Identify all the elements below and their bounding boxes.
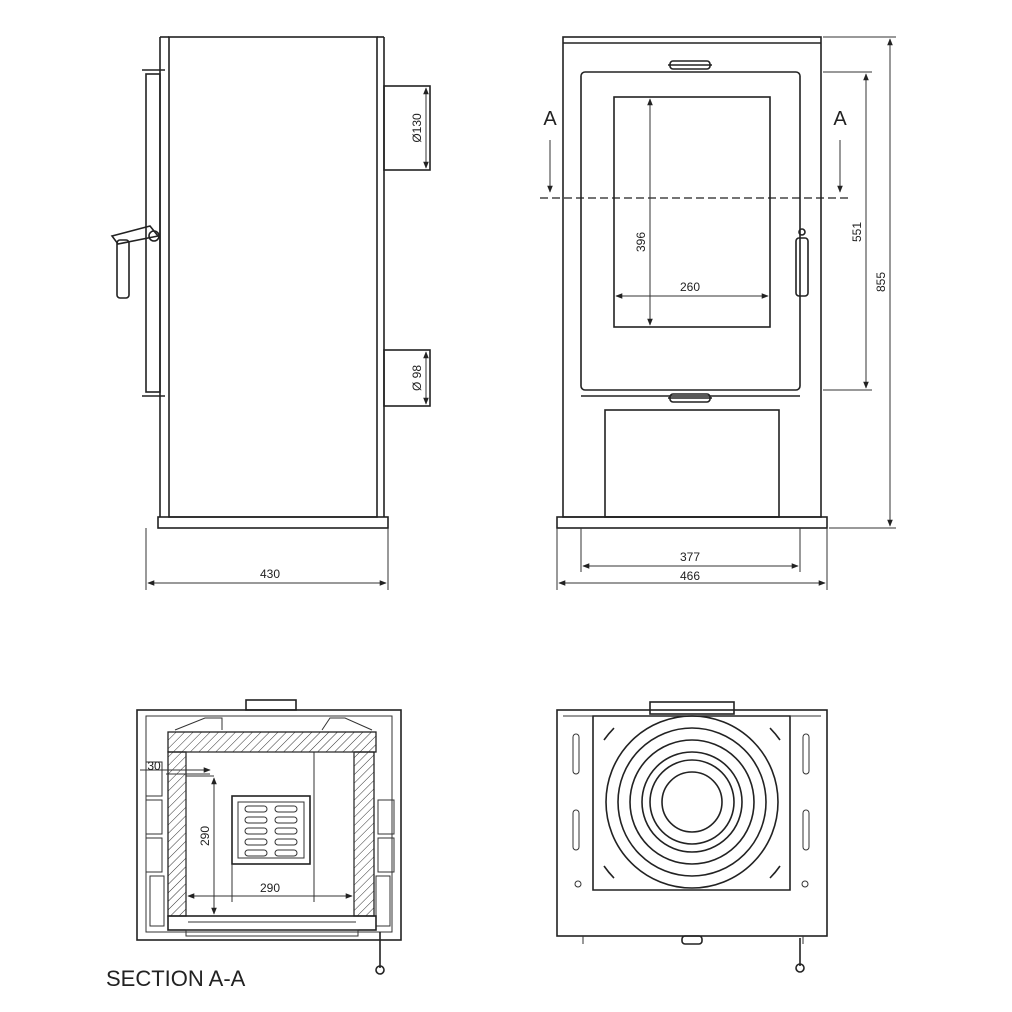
top-plate (592, 715, 791, 891)
dim-section-offset: 30 (147, 759, 161, 773)
side-body (168, 36, 378, 518)
dim-glass-width: 260 (680, 280, 700, 294)
dim-base-inner-width: 377 (680, 550, 700, 564)
section-marker-right: A (833, 108, 847, 130)
dim-total-width: 466 (680, 569, 700, 583)
section-handle-icon (375, 965, 385, 975)
dim-side-width: 430 (260, 567, 280, 581)
front-view: A A 396 260 551 855 377 466 (540, 36, 896, 590)
section-marker-left: A (543, 108, 557, 130)
front-door (580, 71, 801, 391)
top-view (556, 701, 828, 973)
ash-drawer (604, 409, 780, 518)
dim-total-height: 855 (874, 272, 888, 292)
top-handle-icon (795, 963, 805, 973)
front-body (562, 36, 822, 518)
front-handle-icon (795, 237, 809, 297)
grate (231, 795, 311, 865)
dim-glass-height: 396 (634, 232, 648, 252)
side-door-edge (145, 73, 161, 393)
section-view: 30 290 290 SECTION A-A (106, 699, 402, 991)
dim-flue-top: Ø130 (410, 113, 424, 143)
side-base (157, 516, 389, 529)
section-caption: SECTION A-A (106, 966, 246, 991)
grate-slots (244, 805, 298, 857)
door-handle-icon (110, 225, 160, 299)
front-base (556, 516, 828, 529)
dim-flue-bottom: Ø 98 (410, 365, 424, 391)
front-glass (613, 96, 771, 328)
dim-section-depth: 290 (198, 826, 212, 846)
cooking-ring-icon (603, 715, 781, 889)
top-vent-handle-icon (681, 935, 703, 945)
dim-door-height: 551 (850, 222, 864, 242)
flue-collar-bottom (383, 349, 431, 407)
flue-collar-top (383, 85, 431, 171)
dim-section-width: 290 (260, 881, 280, 895)
side-view: 430 Ø130 Ø 98 (110, 36, 431, 590)
top-outer (556, 709, 828, 937)
